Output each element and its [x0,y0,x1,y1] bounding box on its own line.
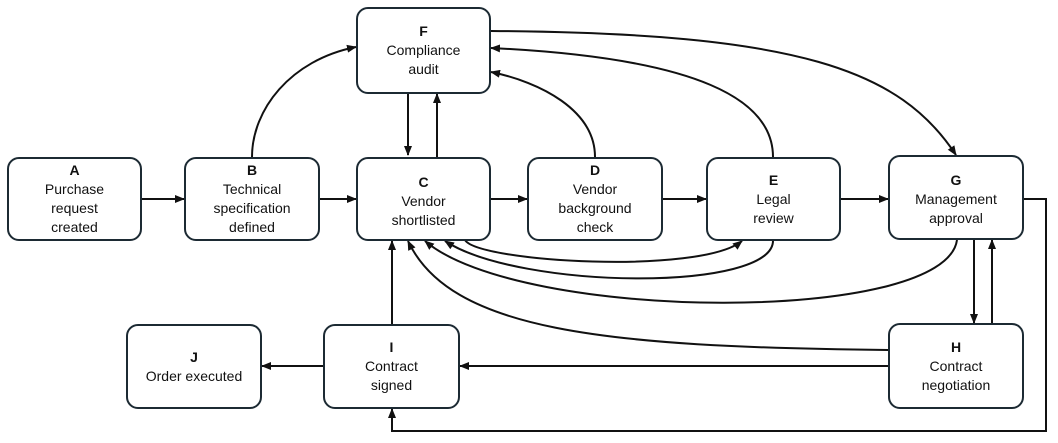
node-a-label-line-1: Purchase [44,181,105,197]
node-c-label-line-2: shortlisted [391,212,456,228]
node-e-legal-review: E Legal review [706,157,841,241]
node-j-id: J [190,348,198,365]
node-h-label-line-1: Contract [929,357,983,374]
node-f-label-line-1: Compliance [386,42,461,58]
node-h-contract-negotiation: H Contract negotiation [888,323,1024,409]
node-d-label-line-3: check [576,219,614,235]
edge-E-C [444,239,775,280]
edge-F-G [490,30,957,156]
edge-C-E [464,239,743,263]
node-b-technical-specification-defined: B Technical specification defined [184,157,320,241]
node-f-label-line-2: audit [408,61,439,77]
edge-H-C [407,240,889,351]
node-d-label-line-1: Vendor [572,181,618,197]
node-e-id: E [768,171,779,188]
node-a-label-line-2: request [51,200,98,216]
node-b-id: B [246,162,258,178]
edge-D-F [490,69,596,158]
node-g-id: G [950,172,962,188]
node-g-management-approval: G Management approval [888,155,1024,240]
node-g-label-line-2: approval [929,210,983,226]
node-c-vendor-shortlisted: C Vendor shortlisted [356,157,491,241]
node-e-label-line-2: review [753,209,794,226]
node-i-id: I [389,339,394,355]
node-d-vendor-background-check: D Vendor background check [527,157,663,241]
node-e-label-line-1: Legal [756,190,791,207]
node-b-label-line-2: specification [213,200,291,216]
node-i-contract-signed: I Contract signed [323,324,460,409]
node-i-label-line-1: Contract [365,358,418,374]
node-f-compliance-audit: F Compliance audit [356,7,491,94]
edge-G-I [388,198,1047,432]
node-d-id: D [589,162,601,178]
node-c-id: C [418,174,429,190]
node-b-label-line-3: defined [229,219,275,235]
node-a-label-line-3: created [51,219,98,235]
node-h-id: H [950,338,962,355]
node-h-label-line-2: negotiation [921,376,991,393]
edge-G-C [424,239,958,304]
node-i-label-line-2: signed [370,377,413,393]
edge-B-F [251,44,357,158]
node-j-order-executed: J Order executed [126,324,262,409]
edge-E-F [490,44,774,158]
node-d-label-line-2: background [558,200,632,216]
node-g-label-line-1: Management [915,191,997,207]
node-c-label-line-1: Vendor [401,193,446,209]
node-a-id: A [69,162,80,178]
node-b-label-line-1: Technical [222,181,282,197]
node-a-purchase-request-created: A Purchase request created [7,157,142,241]
node-f-id: F [419,23,428,39]
node-j-label-line-1: Order executed [145,367,243,384]
